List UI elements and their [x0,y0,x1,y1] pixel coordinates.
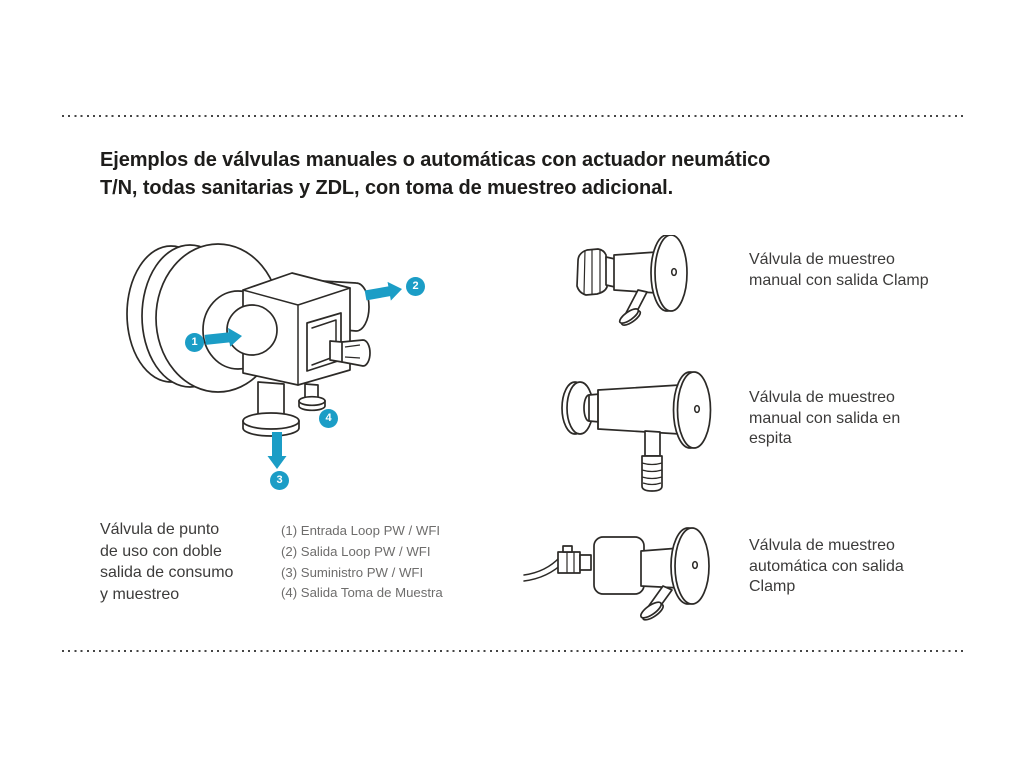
label-automatic-clamp-valve: Válvula de muestreo automática con salid… [749,537,904,595]
point-of-use-valve-illustration [126,243,404,469]
main-figure-caption: Válvula de punto de uso con doble salida… [100,521,234,603]
sample-spout [639,585,673,621]
callout-4: 4 [319,409,338,428]
manual-espita-valve-illustration [561,371,712,492]
callout-2: 2 [406,277,425,296]
label-manual-espita-valve: Válvula de muestreo manual con salida en… [749,389,901,447]
callout-1: 1 [185,333,204,352]
flow-arrow-2 [363,279,404,305]
clamp-flange [672,371,712,449]
callout-legend: (1) Entrada Loop PW / WFI (2) Salida Loo… [281,523,443,601]
separator-top [62,115,963,117]
page-title: Ejemplos de válvulas manuales o automáti… [100,149,771,199]
callout-3: 3 [270,471,289,490]
handle-disc [561,381,601,435]
hose-barb-spout [641,430,663,492]
pneumatic-connector [557,545,592,574]
knurled-handle [576,248,616,296]
clamp-flange [670,527,710,605]
flow-arrow-3 [267,432,287,469]
sample-spout [618,289,648,326]
valve-body [597,384,681,435]
valve-body [226,272,351,386]
separator-bottom [62,650,963,652]
bottom-clamp-outlet [242,381,300,437]
clamp-flange [650,235,688,312]
automatic-clamp-valve-illustration [523,527,710,621]
manual-clamp-valve-illustration [576,235,688,326]
sampling-knob [329,339,371,367]
label-manual-clamp-valve: Válvula de muestreo manual con salida Cl… [749,251,929,289]
actuator-body [593,536,645,595]
sample-outlet [298,383,326,412]
